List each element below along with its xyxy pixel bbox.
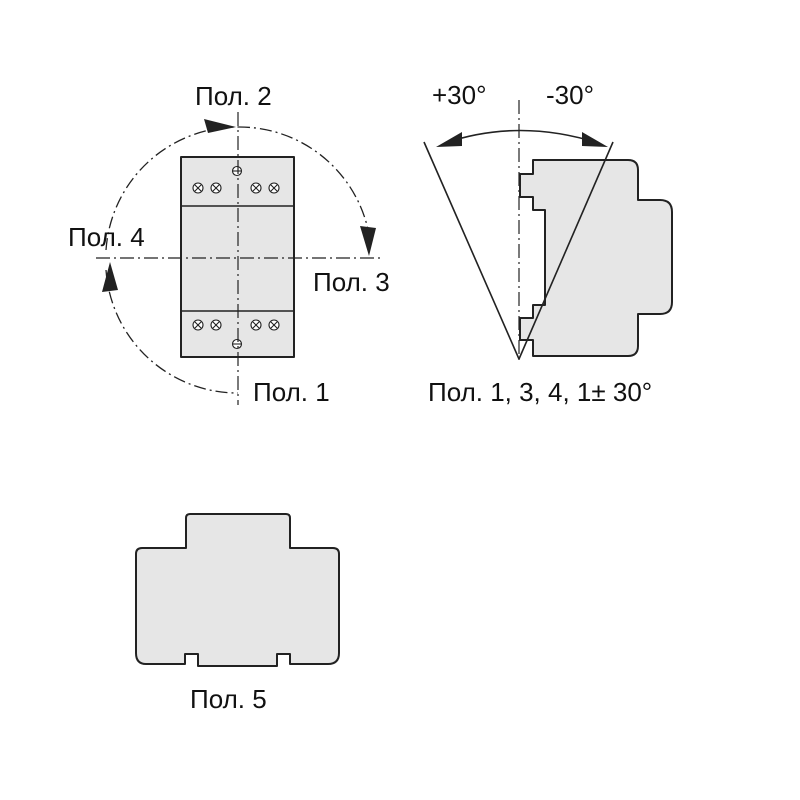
pos5-view-group: Пол. 5	[135, 513, 340, 714]
arrowhead-right	[360, 226, 376, 256]
tilt-line-plus30	[423, 141, 520, 360]
terminal-screw-icon	[192, 319, 204, 331]
arrowhead-left	[102, 262, 118, 292]
label-plus30: +30°	[432, 80, 487, 110]
terminal-screw-icon	[210, 182, 222, 194]
label-pos3: Пол. 3	[313, 267, 390, 297]
side-view-group: +30° -30° Пол. 1, 3, 4, 1± 30°	[423, 80, 673, 407]
terminal-screw-icon	[231, 338, 243, 350]
front-view-group: Пол. 2 Пол. 4 Пол. 3 Пол. 1	[68, 81, 390, 407]
terminal-screw-icon	[192, 182, 204, 194]
terminal-screw-icon	[210, 319, 222, 331]
terminal-screw-icon	[268, 182, 280, 194]
device-pos5-body	[135, 513, 340, 667]
label-minus30: -30°	[546, 80, 594, 110]
arrowhead-top	[204, 119, 236, 133]
arrowhead-tilt-left	[436, 132, 462, 147]
arc-pos4-to-pos1	[105, 269, 239, 394]
terminal-screw-icon	[250, 319, 262, 331]
label-pos1: Пол. 1	[253, 377, 330, 407]
tilt-line-minus30	[518, 141, 614, 360]
label-pos2: Пол. 2	[195, 81, 272, 111]
arrowhead-tilt-right	[582, 132, 608, 147]
terminal-screw-icon	[250, 182, 262, 194]
device-side-body	[519, 159, 673, 357]
terminal-screw-icon	[268, 319, 280, 331]
terminal-screw-icon	[231, 165, 243, 177]
label-pos5: Пол. 5	[190, 684, 267, 714]
arc-pos2-to-pos3	[237, 126, 371, 241]
label-pos4: Пол. 4	[68, 222, 145, 252]
tilt-arc	[444, 129, 599, 144]
rotation-arc	[102, 119, 376, 394]
label-tilt-positions: Пол. 1, 3, 4, 1± 30°	[428, 377, 652, 407]
